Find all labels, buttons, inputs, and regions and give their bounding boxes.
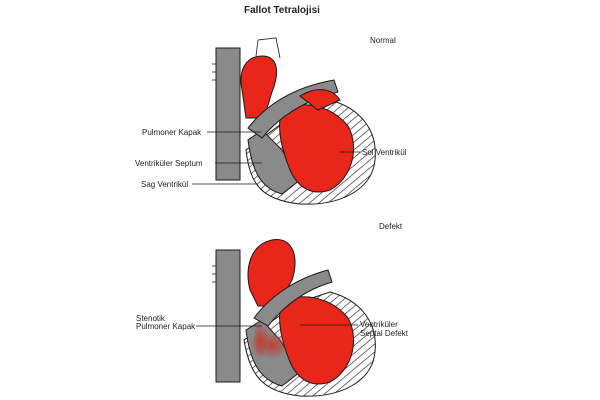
label-ventricular: Ventriküler	[360, 320, 398, 329]
defect-vena-cava	[215, 249, 241, 383]
defect-mixed-blood	[254, 331, 290, 359]
panel-heading-defect: Defekt	[379, 222, 403, 231]
normal-heart	[212, 37, 376, 205]
label-pulmonary-valve: Pulmoner Kapak	[142, 128, 202, 137]
label-left-ventricle: Sol Ventrikül	[362, 148, 407, 157]
diagram-title: Fallot Tetralojisi	[244, 5, 320, 16]
label-ventricular-septum: Ventriküler Septum	[135, 159, 203, 168]
normal-left-ventricle	[279, 104, 355, 193]
panel-heading-normal: Normal	[370, 36, 396, 45]
normal-left-atrium	[299, 89, 341, 111]
defect-heart	[212, 239, 376, 397]
normal-aorta	[240, 55, 278, 119]
label-stenotic: Stenotik	[136, 314, 165, 323]
defect-pulmonary-artery	[253, 269, 333, 327]
leader-lines	[192, 131, 360, 327]
label-right-ventricle: Sag Ventrikül	[141, 180, 189, 189]
label-stenotic-pulmonary-valve: Pulmoner Kapak	[136, 322, 196, 331]
label-septal-defect: Septal Defekt	[360, 329, 409, 338]
normal-vena-cava	[215, 47, 241, 181]
